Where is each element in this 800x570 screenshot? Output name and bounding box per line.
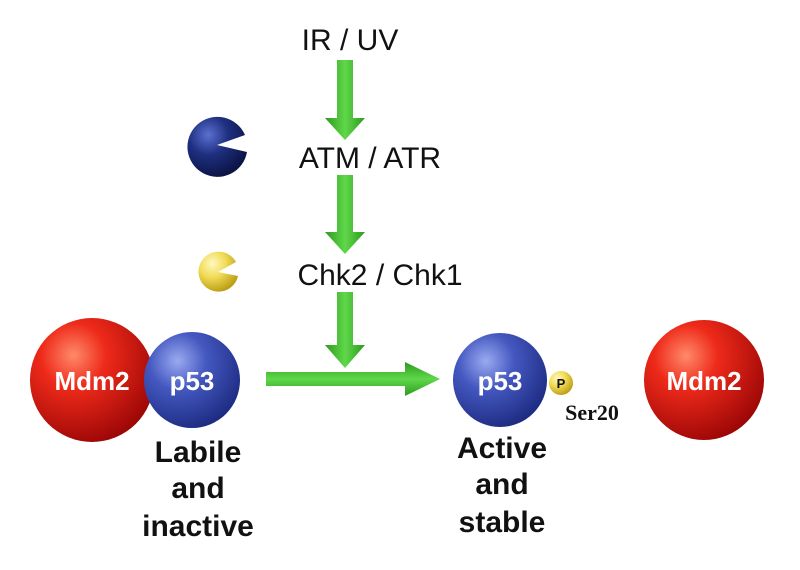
phospho-label: P (557, 376, 566, 391)
kinase2-label: Chk2 / Chk1 (297, 259, 462, 292)
arrow-kinase2-to-activation (325, 292, 365, 368)
right-caption-line1: Active (457, 432, 547, 465)
stimulus-label: IR / UV (302, 24, 399, 57)
left-complex: Mdm2 p53 (30, 318, 240, 442)
p53-label-right: p53 (478, 366, 523, 396)
chk-pacman-sphere-icon (198, 251, 238, 292)
p53-sphere-left (144, 332, 240, 428)
ser20-label: Ser20 (565, 400, 619, 425)
mdm2-label-right: Mdm2 (666, 366, 741, 396)
arrow-stimulus-to-kinase1 (325, 60, 365, 140)
arrow-kinase1-to-kinase2 (325, 175, 365, 254)
right-complex: p53 P Ser20 Mdm2 (453, 320, 764, 440)
mdm2-sphere-left (30, 318, 154, 442)
left-caption-line1: Labile (155, 436, 242, 469)
p53-sphere-right (453, 333, 547, 427)
p53-label-left: p53 (170, 366, 215, 396)
mdm2-label-left: Mdm2 (54, 366, 129, 396)
mdm2-sphere-right (644, 320, 764, 440)
left-caption-line3: inactive (142, 510, 254, 543)
right-caption-line2: and (475, 468, 528, 501)
left-caption-line2: and (171, 472, 224, 505)
right-caption-line3: stable (459, 506, 546, 539)
atm-pacman-sphere-icon (187, 116, 247, 177)
kinase1-label: ATM / ATR (299, 142, 441, 175)
arrow-activation (266, 362, 440, 396)
phospho-sphere (549, 371, 573, 395)
